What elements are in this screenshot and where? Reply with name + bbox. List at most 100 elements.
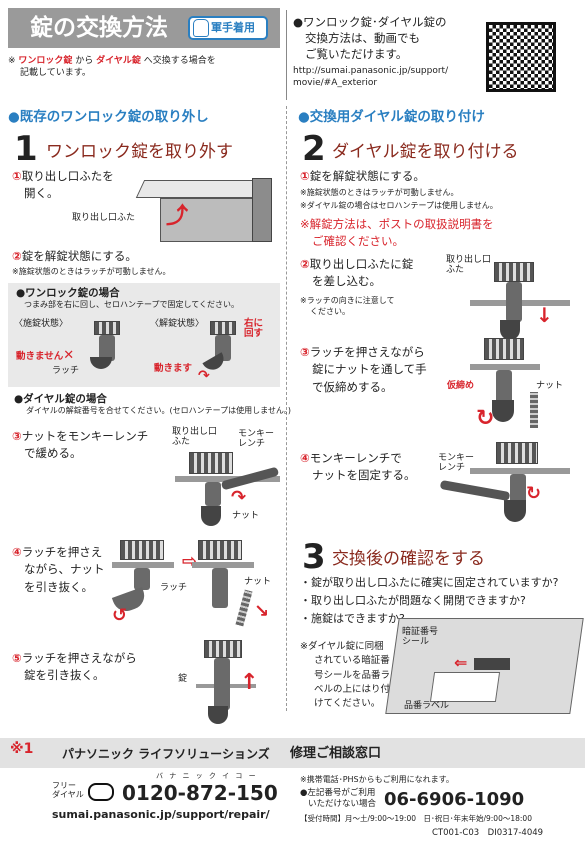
loosen-arrow-icon: ↷ [231,487,247,508]
cover-lid [135,180,263,198]
footer-company: パナソニック ライフソリューションズ [62,747,270,761]
phone-ruby: バ ナ ニ ッ ク イ コ ー [156,772,258,780]
locked-latch [90,357,112,369]
latch-shape [201,506,221,526]
onelock-box: ●ワンロック錠の場合 つまみ部を右に回し、セロハンテープで固定してください。 〈… [8,283,280,387]
pull-up-arrow-icon: ↑ [240,670,259,695]
column-divider [286,106,287,711]
right-section-title: ●交換用ダイヤル錠の取り付け [298,109,485,125]
s3-nut-label: ナット [232,511,260,521]
rotate-arrow-icon: ↷ [198,368,210,384]
doc-codes: CT001-C03 DI0317-4049 [432,828,544,838]
left-step-5: ⑤ラッチを押さえながら 錠を引き抜く。 [12,651,137,683]
product-label-text: 品番ラベル [404,701,450,711]
locked-lock [99,335,115,361]
s5-illustration: ↑ [196,640,266,725]
cover-label: 取り出し口ふた [72,213,136,223]
glove-icon [193,19,209,37]
s4-nut-label: ナット [244,577,272,587]
repair-url[interactable]: sumai.panasonic.jp/support/repair/ [52,808,270,821]
x-mark-icon: ✕ [63,348,75,363]
dial-title: ●ダイヤル錠の場合 [14,393,107,405]
s5-lock-label: 錠 [178,674,188,684]
moves-label: 動きます [154,363,193,374]
check-item: ・取り出し口ふたが問題なく開閉できますか? [300,594,526,608]
check-list: ・錠が取り出し口ふたに確実に固定されていますか? ・取り出し口ふたが問題なく開閉… [300,574,559,628]
s3-cover-label: 取り出し口ふた [172,427,218,447]
left-step-2-note: ※施錠状態のときはラッチが可動しません。 [12,267,171,276]
s3-illustration: ↷ [175,452,280,528]
seal-note: ※ダイヤル錠に同梱 されている暗証番 号シールを品番ラ ベルの上にはり付 けてく… [300,641,391,709]
right-step-1-note2: ※ダイヤル錠の場合はセロハンテープは使用しません。 [300,201,498,210]
unlocked-knob [210,321,236,335]
r2-illustration: ↓ [470,262,570,344]
dial-gear [189,452,233,474]
tighten-arrow-icon: ↻ [476,406,495,431]
r4-wrench-label: モンキーレンチ [438,453,475,473]
lock-body [205,482,221,506]
r2-cover-label: 取り出し口ふた [446,255,492,275]
kari-label: 仮締め [447,381,475,391]
qr-code[interactable] [486,22,556,92]
open-arrow-icon: ⤴ [166,204,189,229]
step3-title: 交換後の確認をする [332,549,485,569]
wrench-icon [439,479,511,502]
footer-mark: ※1 [10,741,34,757]
free-dial-label: フリーダイヤル [52,781,84,799]
turn-right-label: 右に回す [244,318,264,340]
left-step-2: ②錠を解錠状態にする。 [12,249,137,263]
alt-phone-number[interactable]: 06-6906-1090 [384,789,525,810]
right-step-1: ①錠を解錠状態にする。 [300,169,425,183]
free-phone-number[interactable]: 0120-872-150 [122,781,278,805]
r3-illustration: ↻ [470,338,570,433]
step2-number: 2 [302,129,326,169]
step1-title: ワンロック錠を取り外す [46,142,233,162]
footer-band [0,738,585,768]
mobile-note: ※携帯電話･PHSからもご利用になれます。 [300,775,454,784]
header-note: ※ ワンロック錠 から ダイヤル錠 へ交換する場合を 記載しています。 [8,56,216,79]
pull-nut-arrow-icon: ↘ [254,601,270,622]
r3-nut-label: ナット [536,381,564,391]
warning-note: ※解錠方法は、ポストの取扱説明書をご確認ください。 [300,217,494,248]
right-step-2: ②取り出し口ふたに錠 を差し込む。 [300,257,414,289]
right-step-2-note: ※ラッチの向きに注意してください。 [300,296,395,316]
footer-window: 修理ご相談窓口 [290,746,382,761]
seal-label: 暗証番号シール [402,627,439,647]
seal-illustration: ⇐ [385,618,584,716]
nut-shape [235,589,253,627]
free-dial-icon [88,783,114,801]
seal-sticker [474,658,510,670]
header-divider [286,10,287,100]
left-step-1: ①取り出し口ふたを 開く。 [12,169,114,201]
insert-arrow-icon: ↓ [536,303,553,327]
right-step-4: ④モンキーレンチで ナットを固定する。 [300,451,416,483]
cover-illustration: ⤴ [135,172,275,250]
step2-title: ダイヤル錠を取り付ける [332,142,519,162]
step1-number: 1 [14,129,38,169]
step3-number: 3 [302,537,326,577]
alt-label: ●左記番号がご利用いただけない場合 [300,788,377,809]
locked-knob [94,321,120,335]
left-section-title: ●既存のワンロック錠の取り外し [8,109,209,125]
left-step-3: ③ナットをモンキーレンチ で緩める。 [12,429,149,461]
r4-illustration: ↻ [439,442,572,526]
video-info: ●ワンロック錠･ダイヤル錠の 交換方法は、動画でも ご覧いただけます。 http… [293,14,483,90]
nut-shape [530,392,538,428]
left-step-4: ④ラッチを押さえ ながら、ナット を引き抜く。 [12,545,105,594]
dial-desc: ダイヤルの解錠番号を合せてください。(セロハンテープは使用しません。) [26,406,292,415]
hours: 【受付時間】月～土/9:00～19:00 日･祝日･年末年始/9:00～18:0… [300,814,532,823]
glove-badge: 軍手着用 [188,16,268,40]
product-label-box [429,672,501,702]
check-item: ・錠が取り出し口ふたに確実に固定されていますか? [300,576,559,589]
no-move-label: 動きません✕ [16,348,75,363]
push-latch-arrow-icon: ↺ [112,605,128,626]
s4-latch-label: ラッチ [160,583,188,593]
s4-illustration: ↺ ⇨ ↘ [111,540,282,630]
right-step-3: ③ラッチを押さえながら 錠にナットを通して手 で仮締めする。 [300,345,427,394]
post-side [252,178,272,242]
video-url[interactable]: http://sumai.panasonic.jp/support/movie/… [293,66,449,88]
check-item: ・施錠はできますか? [300,612,405,626]
fix-arrow-icon: ↻ [526,483,542,504]
right-step-1-note1: ※施錠状態のときはラッチが可動しません。 [300,188,459,197]
stick-arrow-icon: ⇐ [454,653,468,672]
